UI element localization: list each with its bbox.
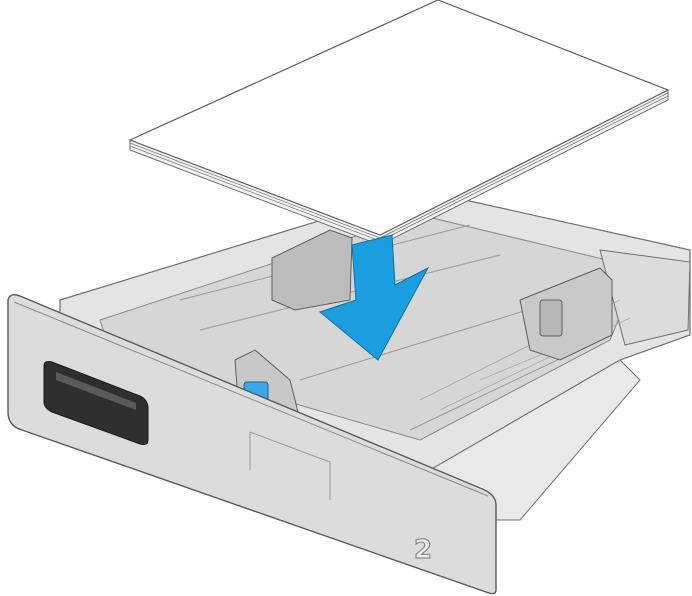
length-guide-tab bbox=[539, 299, 563, 337]
handle-window-highlight bbox=[56, 372, 136, 410]
paper-sheet-top bbox=[128, 0, 670, 236]
back-guide bbox=[271, 229, 353, 311]
tray-front-top-edge bbox=[13, 301, 489, 497]
front-latch-outline bbox=[249, 431, 331, 500]
tray-number: 2 bbox=[414, 535, 432, 565]
tray-front: 2 bbox=[7, 293, 497, 595]
tray-front-panel bbox=[7, 293, 497, 595]
length-guide-body bbox=[519, 267, 613, 361]
down-arrow-icon bbox=[318, 234, 430, 361]
back-guide-body bbox=[271, 229, 353, 311]
paper-stack bbox=[128, 0, 670, 246]
length-guide bbox=[519, 267, 613, 361]
